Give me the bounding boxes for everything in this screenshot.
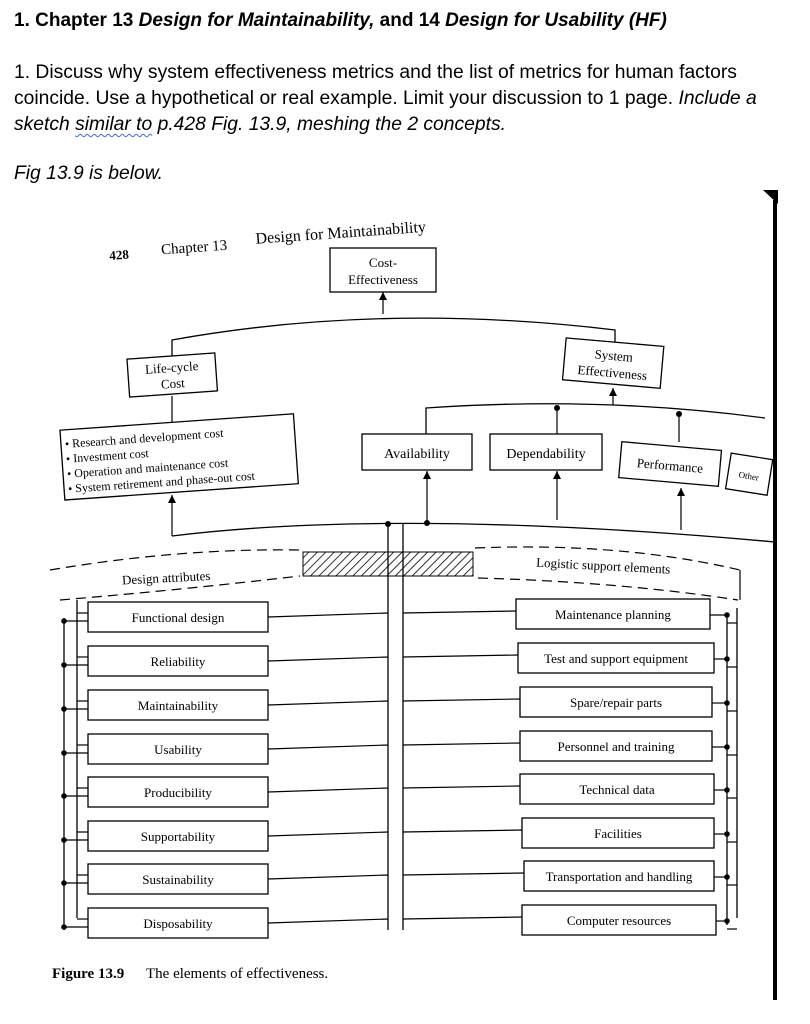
- system-effectiveness-line2: Effectiveness: [577, 362, 648, 383]
- logistic-element-label: Maintenance planning: [555, 607, 671, 622]
- bottom-connector: [171, 522, 776, 543]
- cost-item: • Investment cost: [66, 446, 150, 466]
- chapter-label: Chapter 13: [161, 238, 228, 259]
- hatched-interface: [302, 551, 474, 577]
- availability-box: [361, 433, 473, 471]
- design-attribute-label: Reliability: [151, 654, 206, 669]
- design-attribute-label: Usability: [154, 742, 202, 757]
- life-cycle-cost-line2: Cost: [160, 375, 185, 392]
- logistic-element-label: Personnel and training: [558, 739, 675, 754]
- design-attribute-label: Functional design: [132, 610, 225, 625]
- dependability-box: [489, 433, 603, 471]
- system-effectiveness-line1: System: [594, 346, 633, 364]
- logistic-element-label: Computer resources: [567, 913, 671, 928]
- life-cycle-cost-line1: Life-cycle: [145, 358, 200, 377]
- logistic-element-label: Facilities: [594, 826, 642, 841]
- logistic-element-label: Transportation and handling: [546, 869, 693, 884]
- instruction-part-2: p.428 Fig. 13.9, meshing the 2 concepts.: [152, 114, 506, 135]
- logistic-element-label: Spare/repair parts: [570, 695, 662, 710]
- design-attributes-label: Design attributes: [122, 568, 211, 588]
- question-instruction: Include a sketch similar to p.428 Fig. 1…: [14, 88, 757, 135]
- instruction-part-1: Include a sketch: [14, 88, 757, 135]
- dependability-label: Dependability: [506, 447, 585, 462]
- availability-label: Availability: [384, 447, 450, 462]
- page-number: 428: [109, 247, 130, 263]
- question-heading: 1. Chapter 13 Design for Maintainability…: [14, 10, 667, 32]
- design-attribute-box: [87, 601, 269, 633]
- figure-13-9: 428 Chapter 13 Design for Maintainabilit…: [49, 190, 778, 1000]
- logistic-element-box: [523, 860, 715, 892]
- heading-number: 1. Chapter 13: [14, 10, 139, 31]
- figure-reference: Fig 13.9 is below.: [14, 163, 163, 184]
- figure-caption-text: The elements of effectiveness.: [146, 966, 328, 982]
- figure-caption-label: Figure 13.9: [52, 966, 124, 982]
- page-edge-bar: [773, 200, 777, 1000]
- logistic-element-box: [519, 686, 713, 718]
- design-attribute-box: [87, 907, 269, 939]
- design-attribute-label: Maintainability: [138, 698, 219, 713]
- other-box: [724, 452, 774, 496]
- design-attributes-list: Functional designReliabilityMaintainabil…: [61, 601, 389, 939]
- heading-chapter14-title: Design for Usability (HF): [445, 10, 667, 31]
- design-attribute-box: [87, 776, 269, 808]
- logistic-support-label: Logistic support elements: [536, 555, 671, 577]
- cost-effectiveness-line1: Cost-: [369, 255, 397, 270]
- logistic-element-box: [519, 773, 715, 805]
- design-attribute-box: [87, 689, 269, 721]
- life-cycle-cost-box: [126, 352, 219, 398]
- design-attribute-label: Disposability: [143, 916, 213, 931]
- question-text: 1. Discuss why system effectiveness metr…: [14, 60, 804, 138]
- logistic-element-box: [521, 817, 715, 849]
- design-attribute-box: [87, 820, 269, 852]
- cost-effectiveness-box: [329, 247, 437, 293]
- performance-label: Performance: [636, 455, 704, 476]
- system-effectiveness-box: [561, 337, 665, 389]
- chapter-title: Design for Maintainability: [255, 219, 426, 248]
- design-attribute-label: Producibility: [144, 785, 212, 800]
- spellcheck-underlined-text: similar to: [75, 114, 153, 135]
- logistic-element-box: [515, 598, 711, 630]
- other-label: Other: [738, 470, 760, 483]
- design-attribute-label: Sustainability: [142, 872, 214, 887]
- performance-box: [618, 441, 723, 487]
- logistic-element-label: Test and support equipment: [544, 651, 688, 666]
- logistic-element-box: [519, 730, 713, 762]
- top-connector: [171, 317, 616, 366]
- heading-connector: and 14: [374, 10, 446, 31]
- cost-effectiveness-line2: Effectiveness: [348, 272, 418, 287]
- question-body: 1. Discuss why system effectiveness metr…: [14, 62, 737, 109]
- design-attribute-box: [87, 645, 269, 677]
- heading-chapter13-title: Design for Maintainability,: [138, 10, 375, 31]
- cost-items-box: [59, 413, 299, 501]
- design-attribute-label: Supportability: [141, 829, 216, 844]
- logistic-element-box: [517, 642, 715, 674]
- logistic-element-box: [521, 904, 717, 936]
- logistic-element-label: Technical data: [579, 782, 654, 797]
